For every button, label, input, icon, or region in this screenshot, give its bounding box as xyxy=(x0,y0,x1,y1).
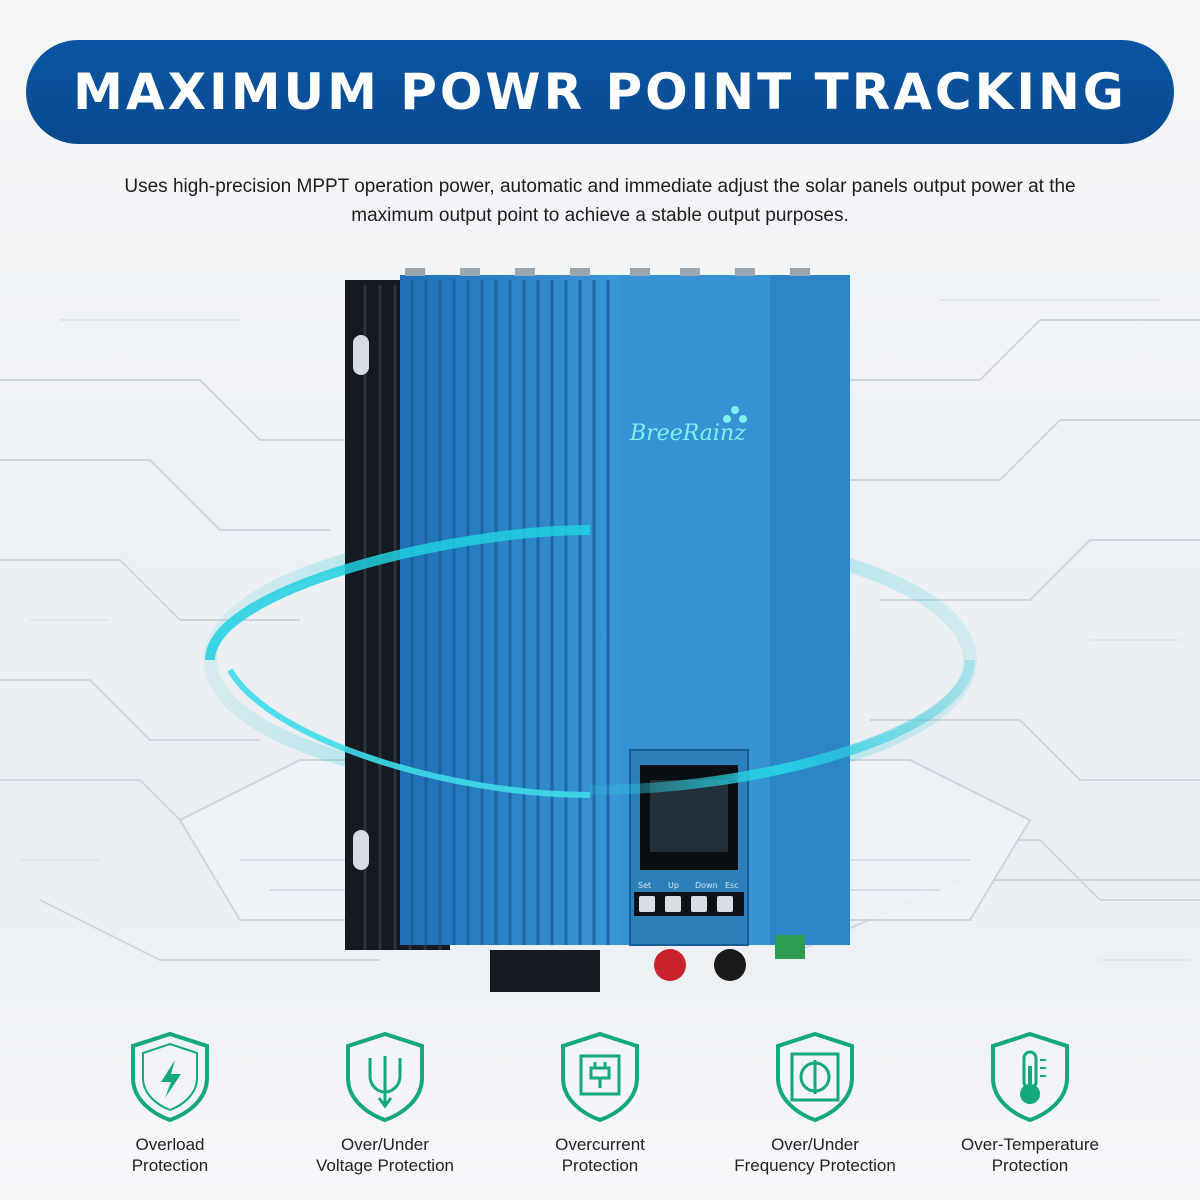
brand-logo: BreeRainz xyxy=(629,421,746,446)
esc-label: Esc xyxy=(725,881,739,890)
plug-shield-icon xyxy=(561,1031,639,1122)
up-label: Up xyxy=(668,881,679,890)
page-title: MAXIMUM POWR POINT TRACKING xyxy=(73,63,1127,121)
feature-label: Protection xyxy=(131,1156,209,1175)
feature-overload: Overload Protection xyxy=(70,1030,270,1180)
page-subtitle: Uses high-precision MPPT operation power… xyxy=(124,176,1076,226)
feature-list: Overload Protection Over/Under Voltage P… xyxy=(70,1030,1130,1180)
feature-frequency: Over/Under Frequency Protection xyxy=(715,1030,915,1180)
set-label: Set xyxy=(638,881,651,890)
feature-label: Overcurrent xyxy=(555,1135,645,1154)
feature-label: Over-Temperature xyxy=(961,1135,1099,1154)
feature-label: Protection xyxy=(561,1156,639,1175)
feature-temperature: Over-Temperature Protection xyxy=(930,1030,1130,1180)
voltage-shield-icon xyxy=(346,1031,424,1122)
header-banner: MAXIMUM POWR POINT TRACKING xyxy=(26,40,1174,144)
feature-voltage: Over/Under Voltage Protection xyxy=(285,1030,485,1180)
thermometer-shield-icon xyxy=(991,1031,1069,1122)
feature-label: Over/Under xyxy=(341,1135,429,1154)
feature-label: Overload xyxy=(135,1135,205,1154)
lightning-shield-icon xyxy=(131,1031,209,1122)
feature-overcurrent: Overcurrent Protection xyxy=(500,1030,700,1180)
down-label: Down xyxy=(695,881,718,890)
feature-label: Protection xyxy=(991,1156,1069,1175)
feature-label: Over/Under xyxy=(771,1135,859,1154)
feature-label: Voltage Protection xyxy=(316,1156,454,1175)
feature-label: Frequency Protection xyxy=(734,1156,896,1175)
circuit-background xyxy=(0,299,1200,961)
frequency-shield-icon xyxy=(776,1031,854,1122)
inverter-product-image: BreeRainz Set Up Down Esc xyxy=(178,268,1032,992)
